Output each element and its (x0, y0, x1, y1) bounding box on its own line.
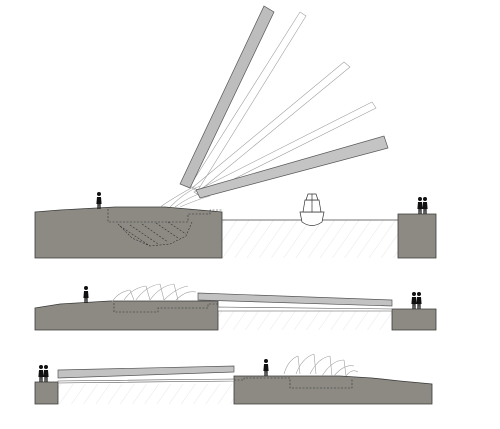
bridge-deck-closed (57, 365, 235, 379)
water-hatch (218, 310, 392, 330)
water-hatch (222, 220, 398, 258)
bridge-underside (57, 378, 235, 384)
boat-icon (299, 193, 325, 226)
right-ground (233, 375, 433, 405)
bridge-deck-closed (197, 292, 393, 307)
section-3 (34, 353, 433, 405)
section-1 (34, 5, 437, 259)
counterweight-pit (113, 303, 218, 313)
right-ground (391, 308, 437, 331)
bridge-underside (217, 306, 393, 312)
water-hatch (58, 384, 234, 404)
leaf-ghost-positions (111, 283, 197, 303)
right-ground (397, 213, 437, 259)
bridge-leaf-open (179, 5, 275, 189)
leaf-ghost-positions (283, 353, 359, 377)
left-ground (34, 300, 219, 331)
left-ground (34, 381, 59, 405)
counterweight-pit (107, 209, 222, 247)
left-ground (34, 206, 223, 259)
section-2 (34, 283, 437, 331)
counterweight-pit (234, 377, 353, 389)
bridge-leaf-lower (195, 135, 389, 199)
